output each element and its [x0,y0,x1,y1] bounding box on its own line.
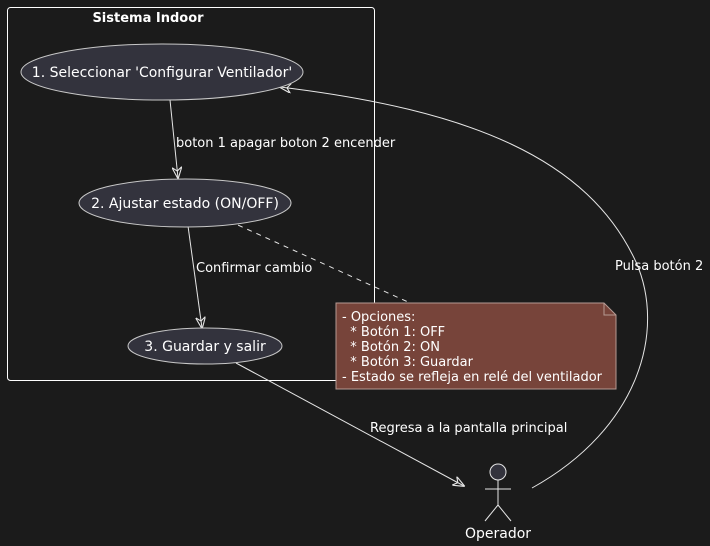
edge-label-uc2-uc3: Confirmar cambio [196,261,312,276]
system-boundary: Sistema Indoor [7,7,375,381]
system-title: Sistema Indoor [92,11,204,26]
note-line-2: * Botón 1: OFF [342,325,445,340]
edge-actor-to-uc1 [280,87,648,489]
usecase-3-label: 3. Guardar y salir [144,339,266,355]
stick-figure-actor-icon [484,463,512,522]
note: - Opciones: * Botón 1: OFF * Botón 2: ON… [335,302,617,390]
note-line-4: * Botón 3: Guardar [342,355,474,370]
note-line-3: * Botón 2: ON [342,340,440,355]
edge-label-uc1-uc2: boton 1 apagar boton 2 encender [176,136,396,151]
actor-operador: Operador [465,463,531,542]
usecase-1: 1. Seleccionar 'Configurar Ventilador' [20,43,304,101]
usecase-2: 2. Ajustar estado (ON/OFF) [78,178,292,228]
note-line-5: - Estado se refleja en relé del ventilad… [342,370,603,385]
edge-label-actor-uc1: Pulsa botón 2 [615,259,703,274]
edge-uc2-to-uc3 [187,225,202,328]
edge-uc1-to-uc2 [169,99,178,178]
note-connector [228,220,409,303]
usecase-3: 3. Guardar y salir [127,327,283,365]
usecase-2-label: 2. Ajustar estado (ON/OFF) [91,196,279,212]
usecase-1-label: 1. Seleccionar 'Configurar Ventilador' [32,65,292,81]
note-line-1: - Opciones: [342,310,415,325]
edge-label-uc3-actor: Regresa a la pantalla principal [370,421,567,436]
edge-uc3-to-actor [235,362,464,486]
actor-name: Operador [465,526,531,542]
